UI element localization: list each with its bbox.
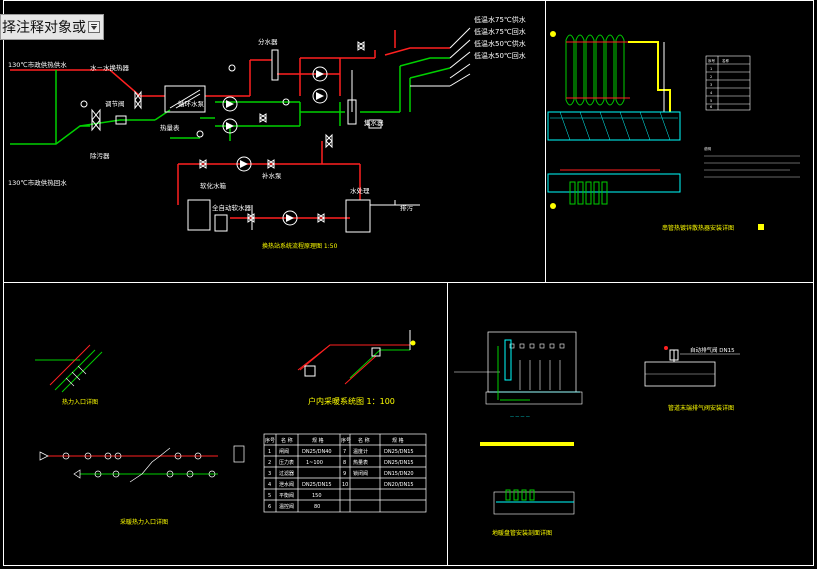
label-col: 集水器 (364, 118, 384, 127)
outlet-label-3: 低温水50℃供水 (474, 39, 526, 48)
wall-section-detail: — — — — (454, 331, 583, 446)
radiator-legend-r5: 5 (710, 99, 712, 103)
table-cell: 闸阀 (279, 448, 289, 455)
table-cell: 2 (268, 460, 271, 466)
table-cell: DN25/DN15 (302, 482, 332, 488)
label-tank2: 水处理 (350, 186, 370, 195)
vent-label: 自动排气阀 DN15 (690, 346, 735, 354)
label-return: 130℃市政供热回水 (8, 178, 67, 187)
table-cell: 平衡阀 (279, 492, 294, 499)
radiator-legend-r2: 2 (710, 75, 712, 79)
outlet-label-1: 低温水75℃供水 (474, 15, 526, 24)
label-hx: 水－水换热器 (90, 63, 130, 72)
label-meter: 热量表 (160, 123, 180, 132)
entry-detail-title: 热力入口详图 (62, 398, 98, 406)
table-cell: 1~100 (306, 460, 323, 466)
floor-heating-detail: 地暖盘管安装剖面详图 (492, 489, 575, 537)
table-cell: DN20/DN15 (384, 482, 414, 488)
table-header-5: 名 称 (358, 437, 370, 444)
tooltip-text: 择注释对象或 (2, 20, 86, 36)
table-cell: 5 (268, 493, 271, 499)
label-pump2: 补水泵 (262, 171, 282, 180)
label-ctrl: 调节阀 (105, 99, 125, 108)
radiator-title: 串管热镀锌散热器安装详图 (662, 224, 734, 232)
table-cell: 3 (268, 471, 271, 477)
material-table: 序号 名 称 规 格 序号 名 称 规 格 1 闸阀 DN25/DN40 7 温… (263, 433, 427, 513)
outlet-label-2: 低温水75℃回水 (474, 27, 526, 36)
down-arrow-icon[interactable] (88, 21, 100, 33)
table-cell: 压力表 (279, 459, 294, 466)
radiator-legend-r3: 3 (710, 83, 712, 87)
radiator-legend-r4: 4 (710, 91, 713, 95)
table-cell: 80 (314, 504, 320, 510)
table-cell: DN15/DN20 (384, 471, 414, 477)
label-sep: 分水器 (258, 37, 278, 46)
table-header-6: 规 格 (392, 437, 404, 444)
parts-detail-title: 采暖热力入口详图 (120, 518, 168, 526)
table-cell: 8 (343, 460, 346, 466)
label-drain: 排污 (400, 203, 414, 212)
table-cell: 7 (343, 449, 346, 455)
radiator-legend-h2: 名称 (722, 58, 730, 63)
main-schematic: 130℃市政供热供水 130℃市政供热回水 水－水换热器 除污器 调节阀 热量表… (8, 15, 526, 250)
table-cell: 150 (312, 493, 322, 499)
table-cell: 6 (268, 504, 271, 510)
table-cell: 泄水阀 (279, 481, 294, 488)
radiator-detail: 序号 名称 1 2 3 4 5 6 说明 串管热镀锌散热器安装详图 (547, 31, 800, 232)
schematic-caption: 换热站系统流程原理图 1:50 (262, 242, 338, 250)
table-cell: 锁闭阀 (353, 470, 368, 477)
radiator-legend-r6: 6 (710, 105, 712, 109)
table-cell: 温控阀 (279, 503, 294, 510)
svg-text:— — — —: — — — — (510, 414, 530, 419)
table-cell: 1 (268, 449, 271, 455)
table-cell: DN25/DN15 (384, 460, 414, 466)
table-cell: 10 (342, 482, 348, 488)
table-cell: 4 (268, 482, 271, 488)
vent-detail-title: 管道末端排气阀安装详图 (668, 404, 734, 412)
table-cell: DN25/DN15 (384, 449, 414, 455)
table-header-4: 序号 (341, 437, 351, 444)
label-supply: 130℃市政供热供水 (8, 60, 67, 69)
label-desc: 除污器 (90, 151, 110, 160)
table-cell: DN25/DN40 (302, 449, 332, 455)
radiator-legend-r1: 1 (710, 67, 712, 71)
table-header-3: 规 格 (312, 437, 324, 444)
floor-heating-title: 地暖盘管安装剖面详图 (492, 529, 552, 537)
table-cell: 温度计 (353, 448, 368, 455)
outlet-label-4: 低温水50℃回水 (474, 51, 526, 60)
iso-detail: 户内采暖系统图 1：100 (297, 330, 416, 406)
radiator-legend-h1: 序号 (708, 58, 716, 63)
table-header-1: 序号 (265, 437, 275, 444)
radiator-note: 说明 (704, 146, 712, 151)
label-pump1: 循环水泵 (178, 99, 205, 108)
entry-detail: 热力入口详图 (35, 344, 103, 406)
label-tank: 软化水箱 (200, 181, 227, 190)
vent-detail: 自动排气阀 DN15 管道末端排气阀安装详图 (644, 346, 740, 412)
command-tooltip: 择注释对象或 (0, 14, 104, 40)
table-cell: 热量表 (353, 459, 368, 466)
label-softener: 全自动软水器 (212, 203, 252, 212)
table-cell: 过滤器 (279, 470, 294, 477)
table-cell: 9 (343, 471, 346, 477)
iso-detail-title: 户内采暖系统图 1：100 (308, 396, 395, 406)
viewport-borders (3, 0, 814, 566)
parts-detail: 采暖热力入口详图 (39, 445, 245, 526)
table-header-2: 名 称 (281, 437, 293, 444)
